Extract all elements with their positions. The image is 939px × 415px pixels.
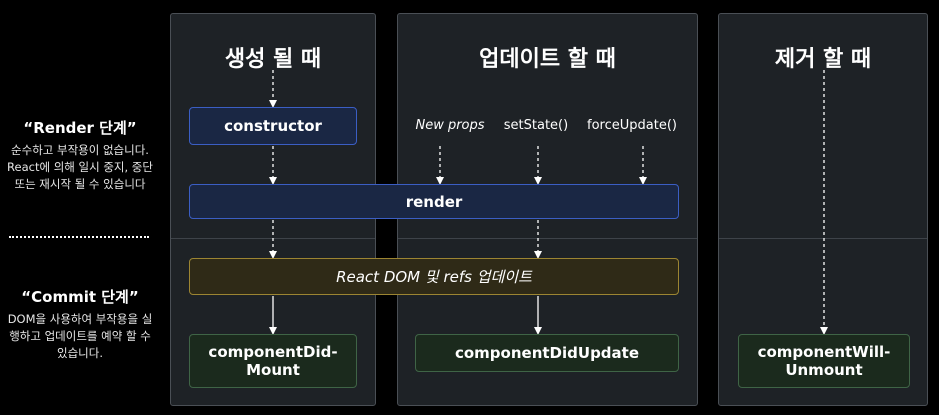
trigger-set-state: setState() bbox=[503, 118, 569, 133]
trigger-force-update: forceUpdate() bbox=[587, 118, 677, 133]
component-did-mount-box: componentDid- Mount bbox=[189, 334, 357, 388]
column-mounting-title: 생성 될 때 bbox=[224, 47, 322, 72]
component-did-update-box: componentDidUpdate bbox=[415, 334, 679, 372]
component-will-unmount-box: componentWill- Unmount bbox=[738, 334, 910, 388]
commit-phase-title: “Commit 단계” bbox=[21, 288, 139, 306]
render-phase-description: 순수하고 부작용이 없습니다. React에 의해 일시 중지, 중단 또는 재… bbox=[7, 143, 153, 191]
render-box: render bbox=[189, 184, 679, 219]
column-unmounting-title: 제거 할 때 bbox=[774, 47, 872, 72]
react-dom-refs-update-box: React DOM 및 refs 업데이트 bbox=[189, 258, 679, 295]
trigger-new-props: New props bbox=[415, 118, 485, 133]
phase-divider-updating bbox=[398, 238, 697, 239]
render-phase-title: “Render 단계” bbox=[23, 119, 137, 137]
column-updating-title: 업데이트 할 때 bbox=[479, 47, 616, 72]
phase-separator bbox=[9, 236, 149, 238]
constructor-box: constructor bbox=[189, 107, 357, 145]
commit-phase-description: DOM을 사용하여 부작용을 실행하고 업데이트를 예약 할 수 있습니다. bbox=[7, 312, 153, 360]
phase-divider-unmounting bbox=[719, 238, 927, 239]
